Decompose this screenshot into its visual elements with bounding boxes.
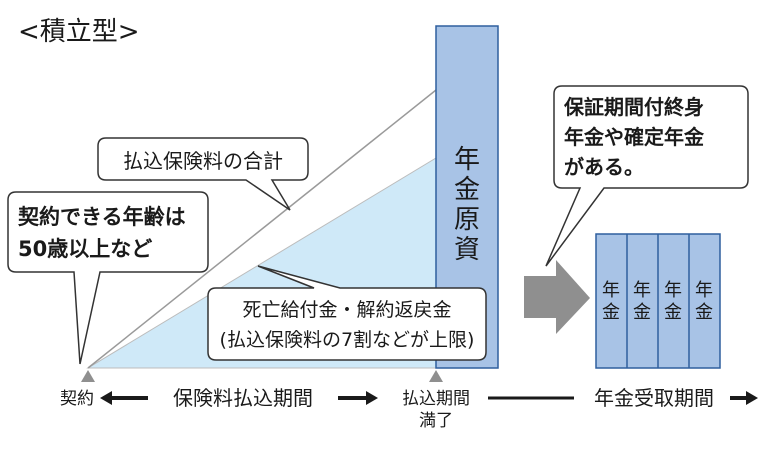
bubble-pension-types-line3: がある。 <box>564 155 644 179</box>
pension-fund-char: 年 <box>454 145 480 175</box>
diagram-title: <積立型> <box>18 17 140 47</box>
bubble-pension-types-line1: 保証期間付終身 <box>563 95 704 119</box>
pension-block-char: 金 <box>664 302 682 323</box>
timeline-payment-end-line2: 満了 <box>419 411 453 431</box>
pension-block-char: 年 <box>695 280 713 301</box>
pension-fund-char: 原 <box>454 205 480 235</box>
timeline-payment-period: 保険料払込期間 <box>173 386 313 410</box>
transition-arrow <box>524 260 590 334</box>
pension-block-char: 年 <box>633 280 651 301</box>
bubble-premium-total-text: 払込保険料の合計 <box>123 149 283 173</box>
payment-period-left-arrow <box>100 391 148 405</box>
contract-marker <box>81 370 95 382</box>
timeline-receiving-period: 年金受取期間 <box>594 386 714 410</box>
timeline-contract: 契約 <box>60 389 94 409</box>
bubble-death-benefit-line1: 死亡給付金・解約返戻金 <box>242 299 451 321</box>
payment-end-marker <box>429 370 443 382</box>
pension-block-char: 年 <box>664 280 682 301</box>
bubble-contract-age: 契約できる年齢は 50歳以上など <box>7 191 209 365</box>
bubble-pension-types-line2: 年金や確定年金 <box>564 125 705 149</box>
pension-blocks: 年 金 年 金 年 金 年 金 <box>595 233 721 369</box>
pension-fund-char: 資 <box>454 235 480 265</box>
bubble-premium-total: 払込保険料の合計 <box>97 137 309 211</box>
bubble-contract-age-line2: 50歳以上など <box>18 237 152 261</box>
bubble-death-benefit: 死亡給付金・解約返戻金 (払込保険料の7割などが上限) <box>207 265 487 361</box>
premium-total-line <box>87 89 437 369</box>
pension-block-char: 年 <box>602 280 620 301</box>
bubble-contract-age-line1: 契約できる年齢は <box>17 205 186 229</box>
payment-period-right-arrow <box>338 391 378 405</box>
pension-block-char: 金 <box>695 302 713 323</box>
timeline-payment-end-line1: 払込期間 <box>402 389 470 409</box>
bubble-pension-types: 保証期間付終身 年金や確定年金 がある。 <box>545 85 749 267</box>
bubble-death-benefit-line2: (払込保険料の7割などが上限) <box>220 329 475 351</box>
pension-fund-char: 金 <box>454 175 480 205</box>
receiving-period-arrow <box>730 391 758 405</box>
pension-block-char: 金 <box>633 302 651 323</box>
pension-block-char: 金 <box>602 302 620 323</box>
